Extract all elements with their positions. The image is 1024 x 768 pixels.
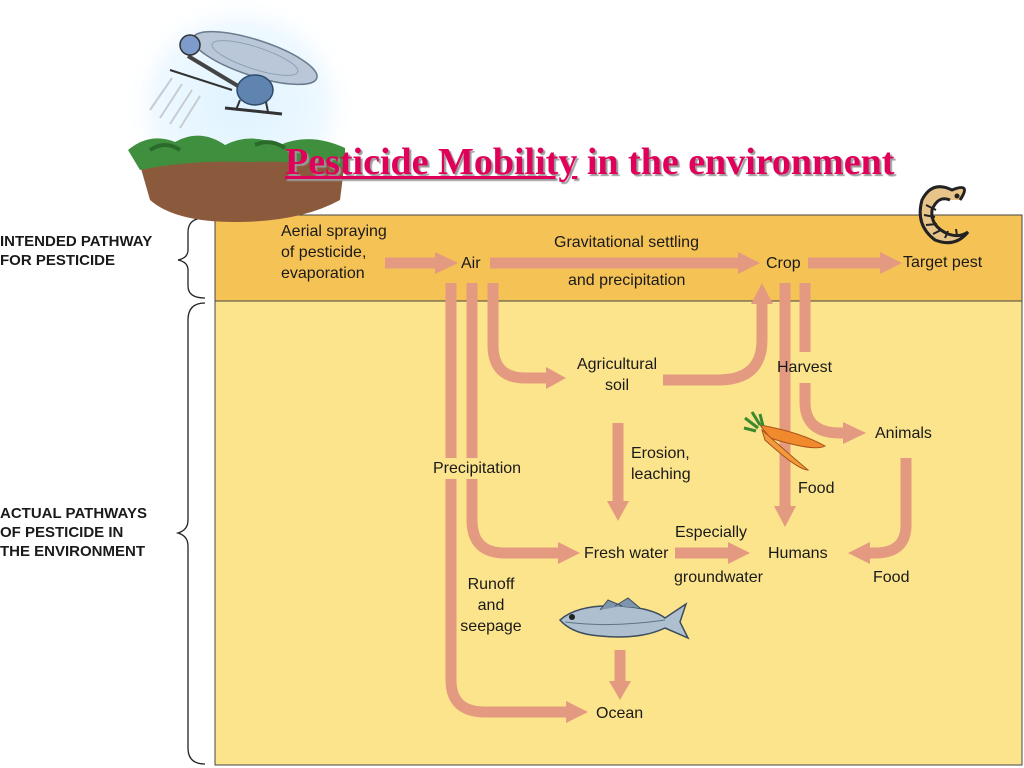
fish-icon — [558, 597, 690, 640]
label-food-crop: Food — [798, 480, 835, 497]
erosion-line-1: Erosion, — [631, 445, 690, 462]
label-gravitational-settling: Gravitational settling — [554, 234, 699, 251]
pathway-arrows — [385, 257, 912, 718]
caterpillar-icon — [918, 185, 970, 245]
runoff-line-3: seepage — [460, 618, 522, 635]
ag-soil-line-2: soil — [604, 377, 629, 394]
node-crop: Crop — [766, 255, 801, 272]
node-ocean: Ocean — [596, 705, 644, 722]
node-target-pest: Target pest — [903, 254, 983, 271]
ag-soil-line-1: Agricultural — [576, 356, 658, 373]
arrow-air-to-ocean — [445, 283, 568, 718]
helicopter-icon — [149, 30, 318, 129]
node-air: Air — [461, 255, 481, 272]
actual-line-3: THE ENVIRONMENT — [0, 543, 146, 560]
actual-line-2: OF PESTICIDE IN — [0, 524, 124, 541]
node-agricultural-soil: Agricultural soil — [572, 354, 662, 396]
aerial-line-3: evaporation — [281, 265, 365, 282]
carrot-icon — [743, 411, 826, 471]
actual-line-1: ACTUAL PATHWAYS — [0, 505, 147, 522]
title-highlight: Pesticide Mobility — [285, 141, 578, 183]
arrow-harvest-to-animals — [799, 383, 845, 439]
label-food-animals: Food — [873, 569, 910, 586]
label-groundwater: groundwater — [674, 569, 763, 586]
intended-line-2: FOR PESTICIDE — [0, 252, 116, 269]
intended-line-1: INTENDED PATHWAY — [0, 233, 153, 250]
actual-brace — [175, 302, 206, 765]
erosion-line-2: leaching — [631, 466, 691, 483]
aerial-line-2: of pesticide, — [281, 244, 367, 261]
node-humans: Humans — [768, 545, 828, 562]
page-title: Pesticide Mobility in the environment — [285, 140, 894, 184]
arrow-air-to-water — [466, 283, 560, 559]
arrow-air-to-soil — [487, 283, 548, 384]
runoff-line-1: Runoff — [467, 576, 515, 593]
runoff-line-2: and — [477, 597, 505, 614]
node-animals: Animals — [875, 425, 932, 442]
arrowheads — [435, 252, 902, 723]
intended-pathway-label: INTENDED PATHWAY FOR PESTICIDE — [0, 232, 152, 270]
actual-pathways-label: ACTUAL PATHWAYS OF PESTICIDE IN THE ENVI… — [0, 504, 147, 561]
label-erosion-leaching: Erosion, leaching — [631, 443, 691, 485]
intended-brace — [177, 217, 206, 299]
title-rest: in the environment — [577, 141, 895, 183]
label-precipitation: Precipitation — [433, 458, 522, 479]
island-icon — [128, 135, 345, 222]
label-especially: Especially — [675, 524, 748, 541]
label-and-precipitation: and precipitation — [568, 272, 686, 289]
arrow-soil-to-crop — [663, 302, 768, 386]
arrow-animals-to-humans — [868, 458, 912, 559]
node-harvest: Harvest — [777, 359, 833, 376]
node-fresh-water: Fresh water — [584, 545, 669, 562]
aerial-line-1: Aerial spraying — [281, 223, 387, 240]
helicopter-island-illustration — [122, 0, 358, 222]
node-aerial-spraying: Aerial spraying of pesticide, evaporatio… — [281, 221, 387, 284]
label-runoff-seepage: Runoff and seepage — [456, 574, 526, 637]
